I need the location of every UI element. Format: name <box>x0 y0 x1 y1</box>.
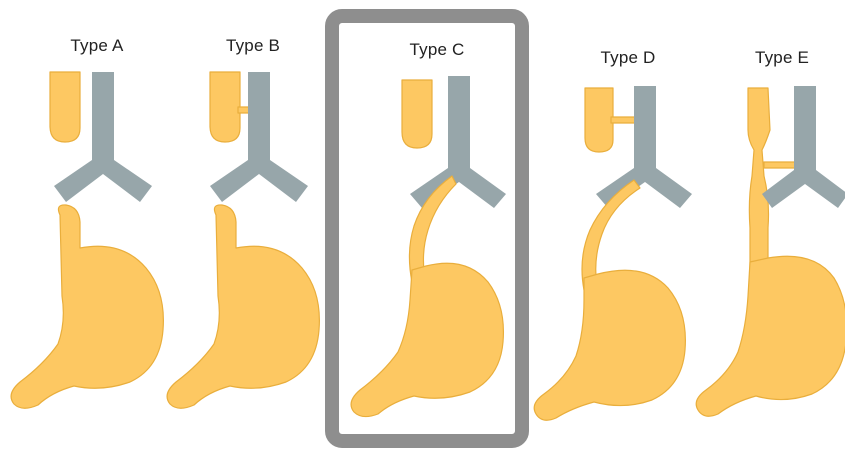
label-type-c: Type C <box>409 40 464 60</box>
panel-type-c <box>351 76 506 417</box>
label-type-d: Type D <box>600 48 655 68</box>
stomach <box>351 263 503 416</box>
stomach <box>696 256 845 416</box>
tracheoesophageal-fistula-h-type <box>764 162 798 168</box>
trachea <box>762 86 845 208</box>
stomach <box>534 270 685 420</box>
upper-esophageal-pouch <box>402 80 432 148</box>
stomach <box>167 205 319 408</box>
label-type-b: Type B <box>226 36 280 56</box>
upper-esophageal-pouch <box>50 72 80 142</box>
label-type-e: Type E <box>755 48 809 68</box>
panel-type-d <box>534 86 692 420</box>
label-type-a: Type A <box>70 36 123 56</box>
panel-type-b <box>167 72 319 408</box>
upper-esophageal-pouch <box>210 72 240 142</box>
continuous-esophagus <box>748 88 770 270</box>
stomach <box>11 205 163 408</box>
panel-type-a <box>11 72 163 408</box>
upper-esophageal-pouch <box>585 88 613 152</box>
panel-type-e <box>696 86 845 416</box>
